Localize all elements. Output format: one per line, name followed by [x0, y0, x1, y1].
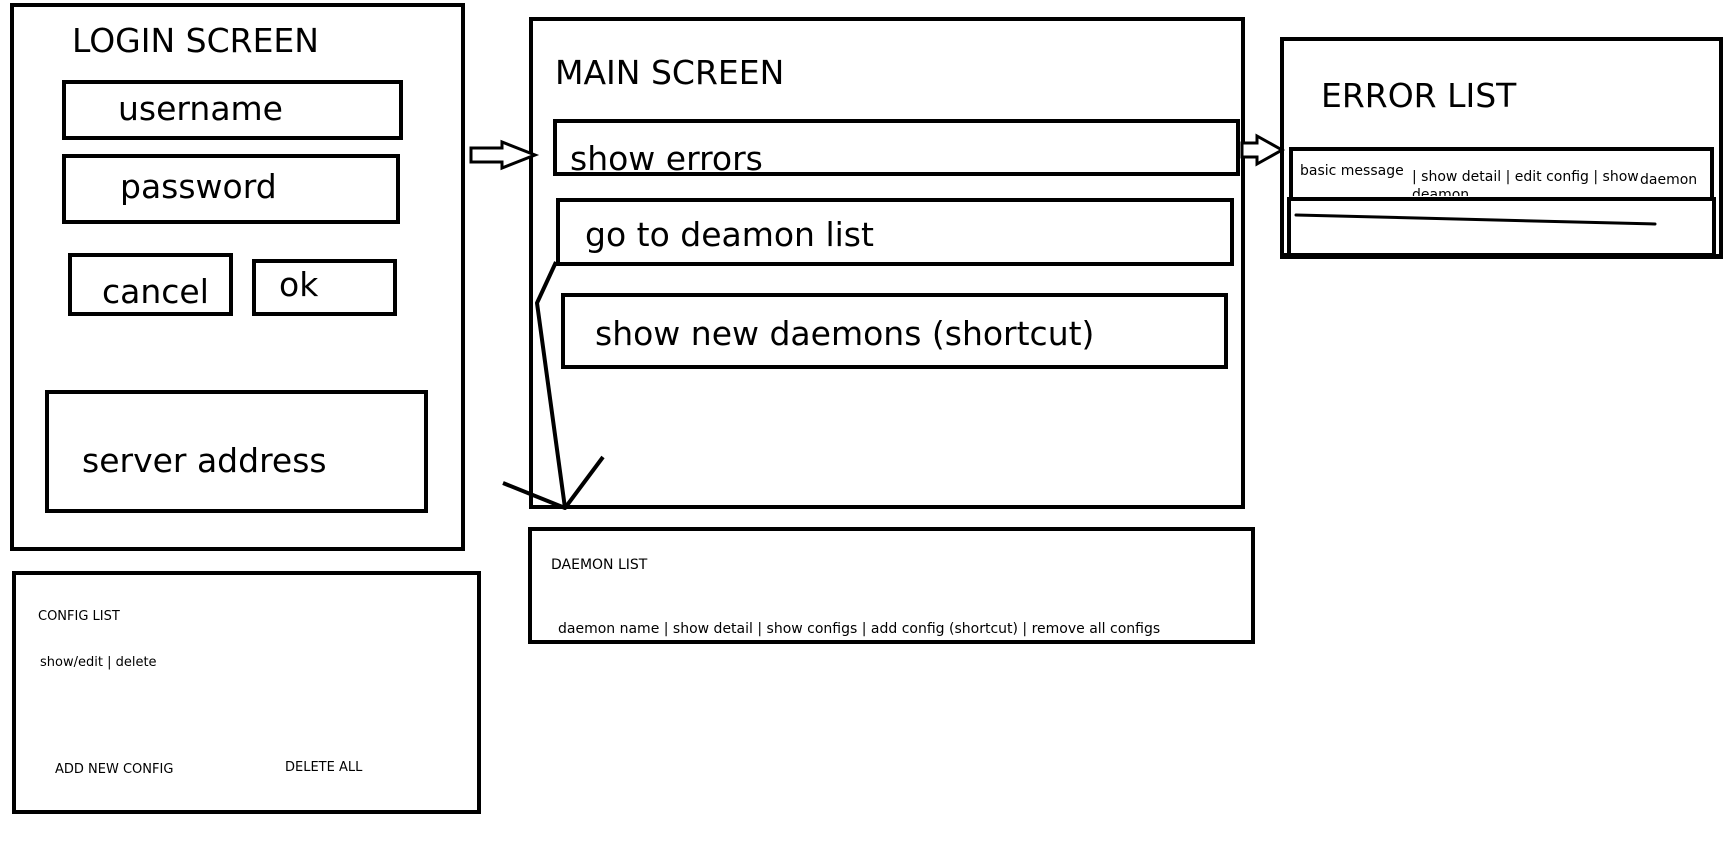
- daemon-list-row[interactable]: daemon name | show detail | show configs…: [558, 621, 1161, 637]
- error-list-row[interactable]: [1289, 147, 1714, 201]
- go-to-daemon-list-label: go to deamon list: [585, 215, 874, 254]
- config-list-screen: [12, 571, 481, 814]
- delete-all-button[interactable]: DELETE ALL: [285, 760, 363, 775]
- username-label: username: [118, 89, 283, 128]
- ok-button[interactable]: [252, 259, 397, 316]
- login-to-main-arrow: [469, 139, 540, 171]
- main-screen-title: MAIN SCREEN: [555, 53, 785, 92]
- server-address-field[interactable]: [45, 390, 428, 513]
- error-list-title: ERROR LIST: [1321, 76, 1517, 115]
- error-row-actions[interactable]: | show detail | edit config | show: [1412, 169, 1639, 185]
- show-errors-label: show errors: [570, 139, 763, 178]
- daemon-list-title: DAEMON LIST: [551, 557, 648, 573]
- main-to-errorlist-arrow: [1240, 133, 1286, 167]
- cancel-button[interactable]: [68, 253, 233, 316]
- show-errors-button[interactable]: [553, 119, 1240, 176]
- go-to-daemon-list-button[interactable]: [556, 198, 1234, 266]
- cancel-label: cancel: [102, 272, 209, 311]
- password-label: password: [120, 167, 277, 206]
- add-new-config-button[interactable]: ADD NEW CONFIG: [55, 762, 174, 777]
- server-address-label: server address: [82, 441, 327, 480]
- show-new-daemons-label: show new daemons (shortcut): [595, 314, 1095, 353]
- password-field[interactable]: [62, 154, 400, 224]
- config-list-title: CONFIG LIST: [38, 609, 120, 624]
- daemon-list-screen: [528, 527, 1255, 644]
- error-row-daemon[interactable]: daemon: [1640, 172, 1698, 188]
- config-list-row[interactable]: show/edit | delete: [40, 655, 157, 670]
- ok-label: ok: [279, 265, 319, 304]
- login-screen-title: LOGIN SCREEN: [72, 21, 319, 60]
- error-row-daemon-overflow: deamon: [1412, 188, 1470, 196]
- username-field[interactable]: [62, 80, 403, 140]
- error-basic-message: basic message: [1300, 163, 1404, 179]
